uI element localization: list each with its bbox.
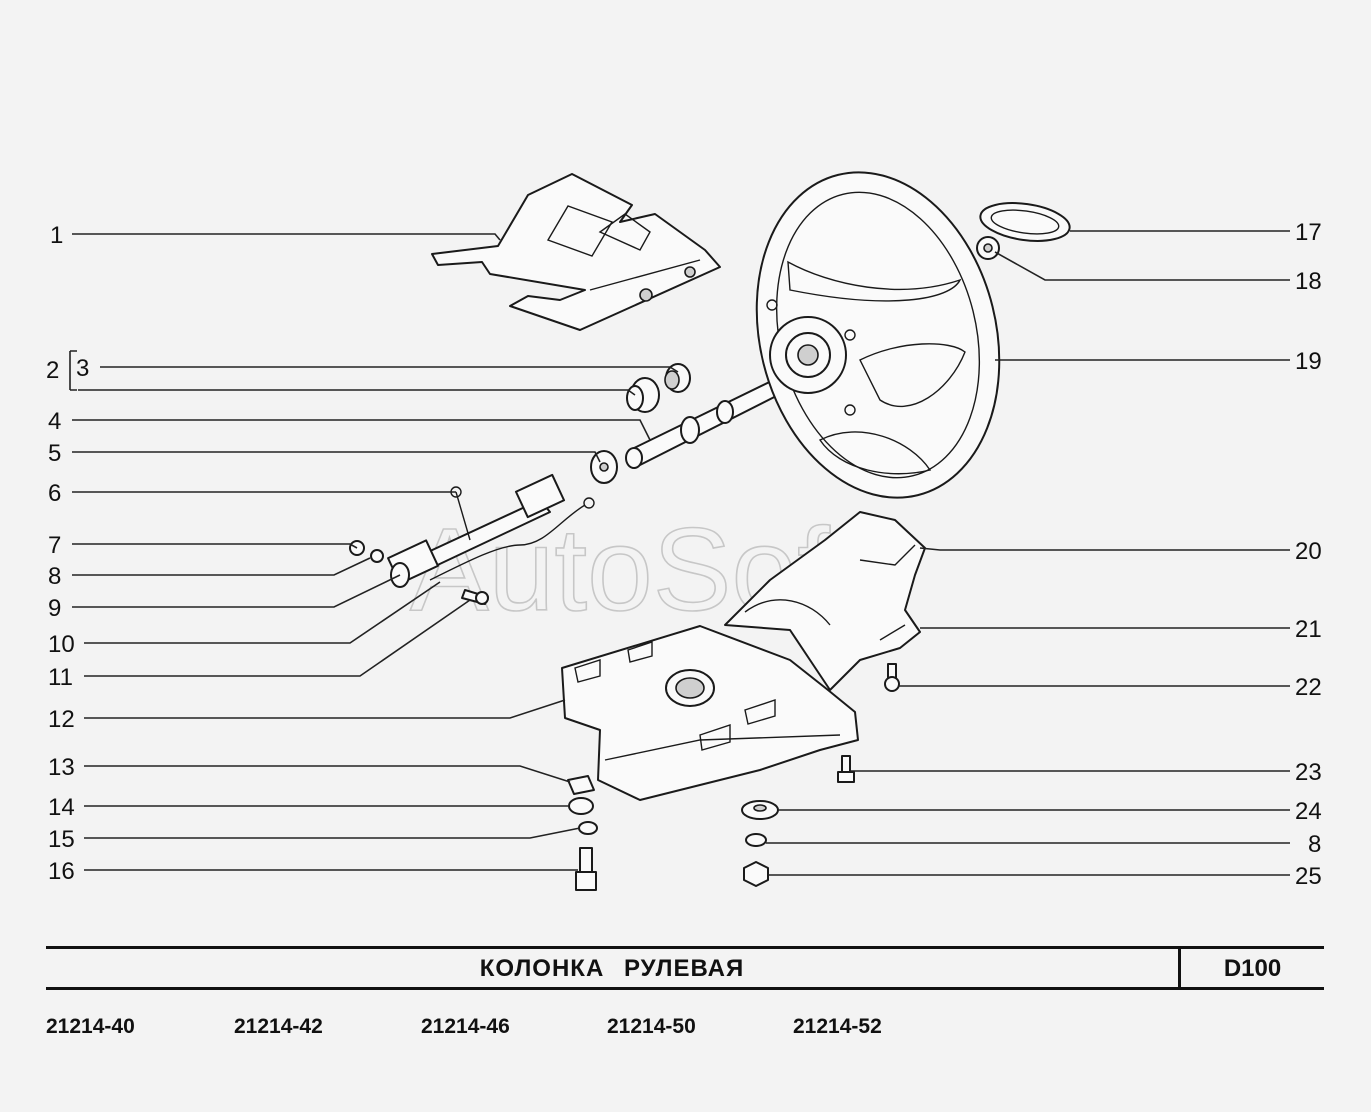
callout-14: 14 — [48, 794, 75, 821]
callout-2: 2 — [46, 357, 59, 384]
callout-24: 24 — [1295, 798, 1322, 825]
drawing-title: КОЛОНКА РУЛЕВАЯ — [479, 955, 745, 982]
callout-4: 4 — [48, 408, 61, 435]
part-22-screw — [884, 663, 900, 692]
callout-17: 17 — [1295, 219, 1322, 246]
part-19-steering-wheel — [755, 171, 1001, 499]
callout-10: 10 — [48, 631, 75, 658]
model-code: 21214-50 — [607, 1015, 696, 1038]
callout-6: 6 — [48, 480, 61, 507]
callout-21: 21 — [1295, 616, 1322, 643]
callout-20: 20 — [1295, 538, 1322, 565]
part-9-intermediate-shaft — [387, 473, 595, 588]
callout-13: 13 — [48, 754, 75, 781]
callout-11: 11 — [48, 664, 73, 691]
part-17-18-ring-nut — [976, 202, 1071, 260]
model-code: 21214-40 — [46, 1015, 135, 1038]
leader-lines-right — [766, 230, 1290, 876]
title-divider — [1178, 949, 1181, 987]
part-23-25-hardware — [741, 755, 855, 887]
model-code: 21214-52 — [793, 1015, 882, 1038]
callout-18: 18 — [1295, 268, 1322, 295]
part-20-21-column-shroud — [724, 511, 926, 691]
callout-1: 1 — [50, 222, 63, 249]
callout-12: 12 — [48, 706, 75, 733]
callout-15: 15 — [48, 826, 75, 853]
part-12-column-bracket — [561, 625, 859, 801]
part-11-bolt — [461, 589, 489, 605]
callout-7: 7 — [48, 532, 61, 559]
callout-3: 3 — [76, 355, 89, 382]
callout-19: 19 — [1295, 348, 1322, 375]
model-codes: 21214-40 21214-42 21214-46 21214-50 2121… — [46, 1015, 1046, 1045]
callouts-left: 1 2 3 4 5 6 7 8 9 10 11 12 13 14 15 16 — [46, 222, 89, 885]
callout-8: 8 — [48, 563, 61, 590]
callout-22: 22 — [1295, 674, 1322, 701]
callout-16: 16 — [48, 858, 75, 885]
model-code: 21214-42 — [234, 1015, 323, 1038]
part-5-bushing — [590, 450, 618, 484]
part-2-3-bearings — [626, 363, 691, 413]
part-1-bracket-plate — [431, 173, 721, 331]
callout-25: 25 — [1295, 863, 1322, 890]
callout-9: 9 — [48, 595, 61, 622]
title-block: КОЛОНКА РУЛЕВАЯ D100 — [46, 946, 1324, 990]
callout-23: 23 — [1295, 759, 1322, 786]
model-code: 21214-46 — [421, 1015, 510, 1038]
leader-lines-left — [69, 233, 679, 871]
callout-5: 5 — [48, 440, 61, 467]
callouts-right: 17 18 19 20 21 22 23 24 8 25 — [1295, 219, 1322, 890]
part-13-16-hardware — [567, 775, 598, 891]
callout-8-right: 8 — [1308, 831, 1321, 858]
drawing-code: D100 — [1223, 955, 1282, 982]
